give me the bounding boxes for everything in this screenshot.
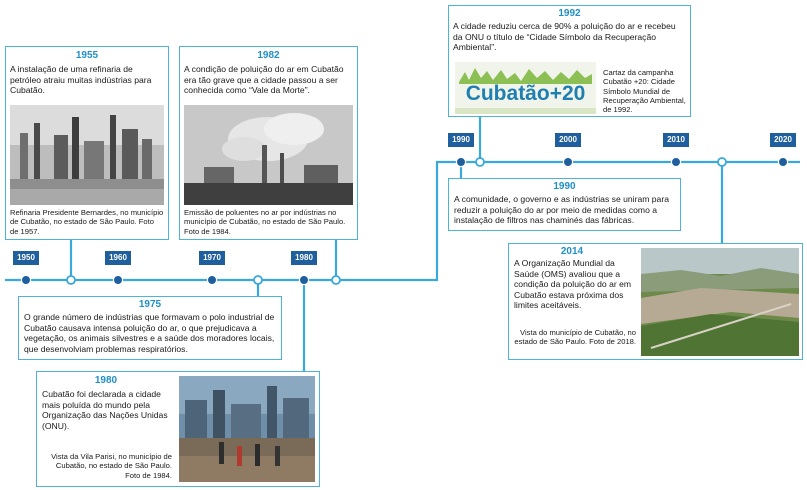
event-year: 1975 (138, 299, 162, 310)
event-year: 2014 (560, 246, 584, 257)
event-card-1980: 1980 Cubatão foi declarada a cidade mais… (36, 371, 320, 487)
event-text: O grande número de indústrias que formav… (24, 312, 275, 354)
photo-caption: Emissão de poluentes no ar por indústria… (184, 208, 346, 236)
node-1990 (455, 156, 467, 168)
node-1982 (331, 275, 341, 285)
event-text: A Organização Mundial da Saúde (OMS) ava… (514, 258, 632, 310)
event-card-1992: 1992 A cidade reduziu cerca de 90% a pol… (448, 5, 691, 117)
year-label-2000: 2000 (555, 133, 581, 147)
node-1970 (206, 274, 218, 286)
photo-caption: Vista da Vila Parisi, no município de Cu… (51, 452, 172, 480)
poster-caption: Cartaz da campanha Cubatão +20: Cidade S… (603, 68, 686, 115)
node-1950 (20, 274, 32, 286)
event-text: Cubatão foi declarada a cidade mais polu… (42, 389, 168, 431)
refinery-photo (10, 105, 164, 205)
node-2020 (777, 156, 789, 168)
year-label-1960: 1960 (105, 251, 131, 265)
event-card-1955: 1955 A instalação de uma refinaria de pe… (5, 46, 169, 240)
node-1980 (298, 274, 310, 286)
event-text: A cidade reduziu cerca de 90% a poluição… (453, 21, 676, 52)
cubatao-aerial-photo (641, 248, 799, 356)
event-year: 1955 (75, 50, 99, 61)
node-1960 (112, 274, 124, 286)
year-label-2010: 2010 (663, 133, 689, 147)
event-year: 1982 (257, 50, 280, 61)
node-2014 (717, 157, 727, 167)
year-label-1950: 1950 (13, 251, 39, 265)
vila-parisi-photo (179, 376, 315, 482)
event-card-2014: 2014 A Organização Mundial da Saúde (OMS… (508, 243, 803, 360)
node-2010 (670, 156, 682, 168)
event-card-1982: 1982 A condição de poluição do ar em Cub… (179, 46, 358, 240)
event-card-1990: 1990 A comunidade, o governo e as indúst… (448, 178, 681, 231)
poster-title: Cubatão+20 (465, 82, 586, 105)
pollution-photo (184, 105, 353, 205)
node-1992 (475, 157, 485, 167)
event-text: A comunidade, o governo e as indústrias … (454, 194, 669, 225)
timeline-line (5, 160, 800, 282)
year-label-1970: 1970 (199, 251, 225, 265)
event-year: 1980 (94, 375, 118, 386)
event-year: 1992 (558, 8, 581, 19)
event-card-1975: 1975 O grande número de indústrias que f… (18, 296, 282, 360)
year-label-1990: 1990 (448, 133, 474, 147)
event-text: A instalação de uma refinaria de petróle… (10, 64, 152, 95)
node-2000 (562, 156, 574, 168)
year-label-1980: 1980 (291, 251, 317, 265)
campaign-poster: Cubatão+20 (455, 62, 596, 114)
event-year: 1990 (553, 181, 576, 192)
node-1955 (66, 275, 76, 285)
photo-caption: Refinaria Presidente Bernardes, no munic… (10, 208, 164, 236)
node-1975 (253, 275, 263, 285)
event-text: A condição de poluição do ar em Cubatão … (184, 64, 344, 95)
photo-caption: Vista do município de Cubatão, no estado… (514, 328, 636, 347)
year-label-2020: 2020 (770, 133, 796, 147)
